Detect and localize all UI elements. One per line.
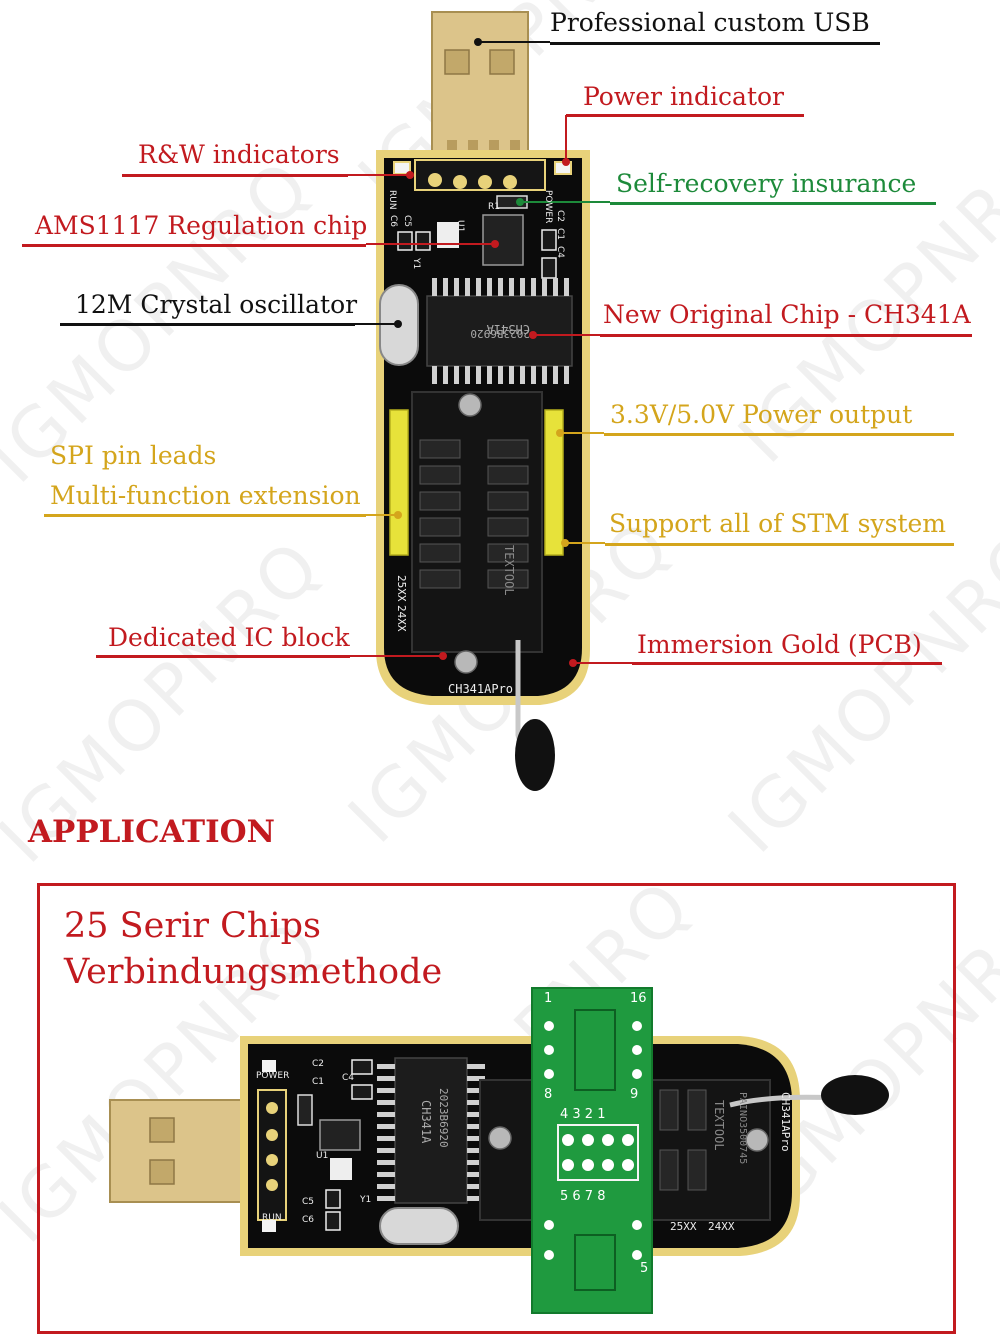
chip-code-silk: 2023B6920 xyxy=(470,327,530,340)
callout-power-indicator-underline xyxy=(566,114,804,117)
run-silk: RUN xyxy=(387,190,397,210)
c5-silk-h: C5 xyxy=(302,1197,314,1207)
u1-silk: U1 xyxy=(455,220,465,232)
c1-silk-h: C1 xyxy=(312,1077,324,1087)
programmer-board-vertical: RUN POWER R1 C6 C5 U1 Y1 C2 C1 C4 CH341A… xyxy=(348,11,632,791)
power-silk-h: POWER xyxy=(256,1071,289,1081)
y1-silk: Y1 xyxy=(411,257,421,269)
chip-code-silk-h: 2023B6920 xyxy=(437,1088,450,1148)
chip-name-silk-h: CH341A xyxy=(419,1100,433,1144)
board-silkscreen: RUN POWER R1 C6 C5 U1 Y1 C2 C1 C4 xyxy=(387,190,565,269)
application-title: APPLICATION xyxy=(28,814,275,850)
model-silk: CH341APro xyxy=(448,682,513,696)
application-heading-line1: 25 Serir Chips xyxy=(64,906,322,946)
c4-silk: C4 xyxy=(555,246,565,258)
chip-name-silk: CH341A xyxy=(486,322,530,336)
callout-usb: Professional custom USB xyxy=(550,8,870,37)
programmer-board-horizontal: 1 16 8 9 4 3 2 1 5 6 7 8 5 POWER RUN C2 … xyxy=(109,987,889,1314)
series-24-silk: 24XX xyxy=(395,605,408,632)
application-frame xyxy=(37,883,956,1334)
callout-immersion-gold-underline xyxy=(632,662,942,665)
callout-immersion-gold: Immersion Gold (PCB) xyxy=(637,630,922,659)
adapter-row-top-label: 4 3 2 1 xyxy=(560,1107,605,1122)
callout-spi-leads: SPI pin leads xyxy=(50,441,217,470)
series-25-silk: 25XX xyxy=(395,575,408,602)
c1-silk: C1 xyxy=(555,228,565,240)
callout-usb-underline xyxy=(550,42,880,45)
callout-multi-function: Multi-function extension xyxy=(50,481,361,510)
c4-silk-h: C4 xyxy=(342,1073,354,1083)
socket-code-silk-h: PAINO3500745 xyxy=(737,1092,748,1164)
c2-silk: C2 xyxy=(555,210,565,222)
callout-crystal-underline xyxy=(60,323,355,326)
callout-stm-support: Support all of STM system xyxy=(609,509,946,538)
callout-ams1117-underline xyxy=(22,244,366,247)
callout-power-output: 3.3V/5.0V Power output xyxy=(610,400,913,429)
series-24-silk-h: 24XX xyxy=(708,1220,735,1233)
callout-rw-indicators: R&W indicators xyxy=(138,140,340,169)
adapter-pin-9-label: 9 xyxy=(630,1087,638,1102)
callout-self-recovery-underline xyxy=(610,202,936,205)
callout-stm-support-underline xyxy=(605,543,954,546)
callout-self-recovery: Self-recovery insurance xyxy=(616,169,917,198)
callout-ams1117: AMS1117 Regulation chip xyxy=(35,211,368,240)
callout-power-indicator: Power indicator xyxy=(583,82,785,111)
r1-silk: R1 xyxy=(488,202,500,212)
soic-adapter-board: 1 16 8 9 4 3 2 1 5 6 7 8 5 xyxy=(531,987,653,1314)
adapter-pin-16-label: 16 xyxy=(630,991,647,1006)
series-25-silk-h: 25XX xyxy=(670,1220,697,1233)
callout-ch341a: New Original Chip - CH341A xyxy=(603,300,971,329)
socket-brand-silk: TEXTOOL xyxy=(502,545,516,596)
socket-brand-silk-h: TEXTOOL xyxy=(712,1100,726,1151)
usb-plug-horizontal xyxy=(109,1099,256,1203)
callout-ic-block: Dedicated IC block xyxy=(108,623,350,652)
callout-multi-function-underline xyxy=(44,514,366,517)
adapter-pin-8-label: 8 xyxy=(544,1087,552,1102)
callout-ch341a-underline xyxy=(600,334,972,337)
adapter-pin-5-label: 5 xyxy=(640,1261,648,1276)
u1-silk-h: U1 xyxy=(316,1151,328,1161)
usb-plug xyxy=(431,11,529,173)
callout-power-output-underline xyxy=(604,433,954,436)
c2-silk-h: C2 xyxy=(312,1059,324,1069)
run-silk-h: RUN xyxy=(262,1213,282,1223)
c6-silk: C6 xyxy=(388,215,398,227)
callout-crystal: 12M Crystal oscillator xyxy=(75,290,358,319)
c5-silk: C5 xyxy=(402,215,412,227)
adapter-pin-1-label: 1 xyxy=(544,991,552,1006)
adapter-row-bottom-label: 5 6 7 8 xyxy=(560,1189,605,1204)
pcb-board xyxy=(376,150,590,791)
power-silk: POWER xyxy=(543,190,553,223)
model-silk-h: CH341APro xyxy=(779,1092,792,1152)
application-heading-line2: Verbindungsmethode xyxy=(64,952,443,992)
callout-rw-indicators-underline xyxy=(122,174,348,177)
c6-silk-h: C6 xyxy=(302,1215,314,1225)
callout-ic-block-underline xyxy=(96,655,350,658)
y1-silk-h: Y1 xyxy=(359,1195,371,1205)
